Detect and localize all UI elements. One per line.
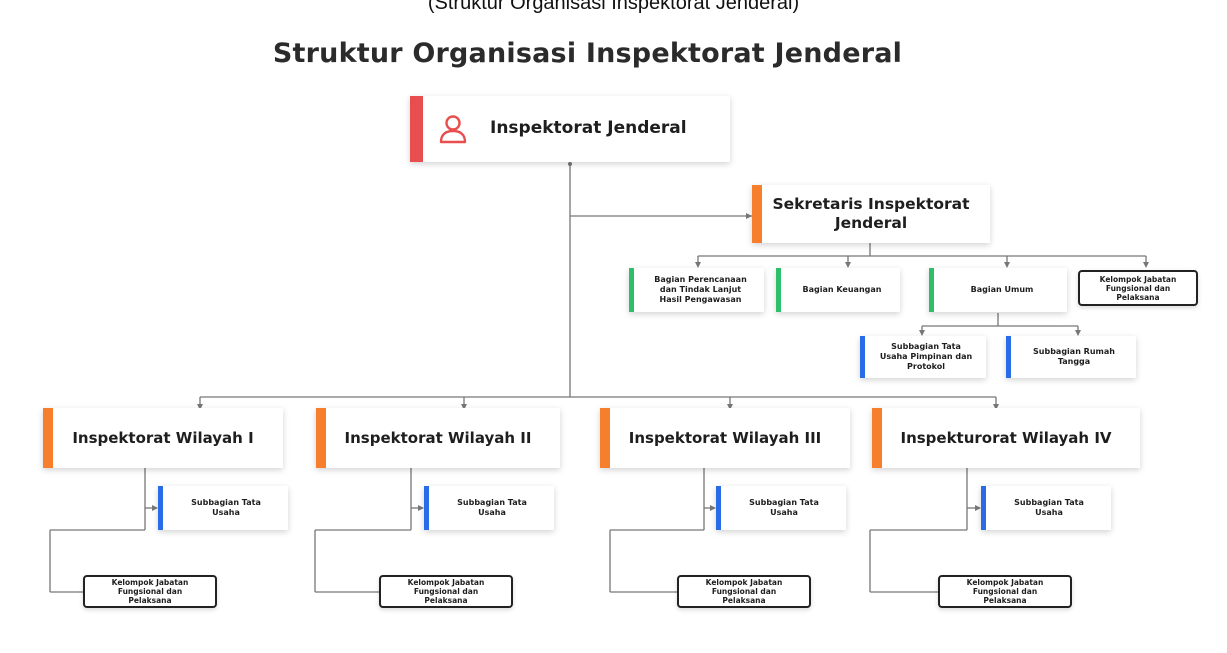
node-inspektorat-wilayah-3: Inspektorat Wilayah III [600, 408, 850, 468]
accent-bar [716, 486, 721, 530]
accent-bar [43, 408, 53, 468]
node-label: Fungsional dan [711, 587, 777, 596]
accent-bar [776, 268, 781, 312]
node-label: Subbagian Tata [1014, 498, 1084, 507]
node-label: Inspektorat Jenderal [490, 118, 687, 138]
node-label: Subbagian Tata [891, 342, 961, 351]
accent-bar [158, 486, 163, 530]
accent-bar [600, 408, 610, 468]
node-label: Kelompok Jabatan [705, 578, 783, 587]
node-inspektorat-wilayah-1: Inspektorat Wilayah I [43, 408, 283, 468]
node-label: dan Tindak Lanjut [659, 285, 742, 294]
node-kelompok-jabatan-wilayah-2: Kelompok Jabatan Fungsional dan Pelaksan… [379, 575, 513, 608]
node-label: Pelaksana [128, 596, 172, 605]
node-label: Kelompok Jabatan [111, 578, 189, 587]
node-label: Subbagian Tata [457, 498, 527, 507]
node-label: Inspekturorat Wilayah IV [900, 428, 1112, 447]
node-label: Bagian Perencanaan [654, 275, 747, 284]
accent-bar [424, 486, 429, 530]
node-subbagian-tata-usaha-wilayah-4: Subbagian Tata Usaha [981, 486, 1111, 530]
node-label: Hasil Pengawasan [659, 295, 742, 304]
node-label: Kelompok Jabatan [407, 578, 485, 587]
node-label: Inspektorat Wilayah III [628, 428, 822, 447]
node-bagian-perencanaan: Bagian Perencanaan dan Tindak Lanjut Has… [629, 268, 764, 312]
node-kelompok-jabatan-wilayah-4: Kelompok Jabatan Fungsional dan Pelaksan… [938, 575, 1072, 608]
node-label: Inspektorat Wilayah II [344, 428, 532, 447]
accent-bar [1006, 336, 1011, 378]
chart-title: Struktur Organisasi Inspektorat Jenderal [272, 38, 903, 69]
accent-bar [860, 336, 865, 378]
figure-caption: (Struktur Organisasi Inspektorat Jendera… [427, 0, 800, 14]
accent-bar [410, 96, 423, 162]
node-label: Bagian Keuangan [802, 285, 882, 294]
node-sekretaris: Sekretaris Inspektorat Jenderal [752, 185, 990, 243]
accent-bar [872, 408, 882, 468]
node-bagian-umum: Bagian Umum [929, 268, 1067, 312]
node-inspektorat-wilayah-4: Inspekturorat Wilayah IV [872, 408, 1140, 468]
accent-bar [316, 408, 326, 468]
node-kelompok-jabatan-sekretariat: Kelompok Jabatan Fungsional dan Pelaksan… [1078, 270, 1198, 306]
node-label: Kelompok Jabatan [966, 578, 1044, 587]
node-subbagian-rumah-tangga: Subbagian Rumah Tangga [1006, 336, 1136, 378]
node-subbagian-tata-usaha-wilayah-3: Subbagian Tata Usaha [716, 486, 846, 530]
node-inspektorat-jenderal: Inspektorat Jenderal [410, 96, 730, 162]
node-kelompok-jabatan-wilayah-3: Kelompok Jabatan Fungsional dan Pelaksan… [677, 575, 811, 608]
node-label: Bagian Umum [970, 285, 1034, 294]
node-label: Fungsional dan [1105, 283, 1171, 293]
accent-bar [929, 268, 934, 312]
node-label: Sekretaris Inspektorat [772, 195, 970, 213]
node-label: Jenderal [834, 214, 908, 232]
node-kelompok-jabatan-wilayah-1: Kelompok Jabatan Fungsional dan Pelaksan… [83, 575, 217, 608]
node-label: Usaha Pimpinan dan [879, 352, 973, 361]
node-label: Protokol [907, 362, 945, 371]
node-subbagian-tata-usaha-pimpinan: Subbagian Tata Usaha Pimpinan dan Protok… [860, 336, 986, 378]
node-label: Pelaksana [1116, 292, 1160, 302]
node-inspektorat-wilayah-2: Inspektorat Wilayah II [316, 408, 560, 468]
person-icon [439, 115, 467, 144]
accent-bar [981, 486, 986, 530]
node-label: Inspektorat Wilayah I [72, 428, 254, 447]
node-label: Kelompok Jabatan [1099, 274, 1177, 284]
node-label: Subbagian Tata [191, 498, 261, 507]
node-label: Fungsional dan [972, 587, 1038, 596]
node-label: Usaha [1035, 508, 1063, 517]
node-label: Pelaksana [424, 596, 468, 605]
node-subbagian-tata-usaha-wilayah-1: Subbagian Tata Usaha [158, 486, 288, 530]
node-label: Pelaksana [983, 596, 1027, 605]
node-label: Fungsional dan [413, 587, 479, 596]
node-label: Usaha [212, 508, 240, 517]
node-subbagian-tata-usaha-wilayah-2: Subbagian Tata Usaha [424, 486, 554, 530]
node-label: Tangga [1057, 357, 1091, 366]
accent-bar [752, 185, 762, 243]
node-label: Fungsional dan [117, 587, 183, 596]
node-label: Subbagian Tata [749, 498, 819, 507]
node-label: Usaha [770, 508, 798, 517]
node-label: Pelaksana [722, 596, 766, 605]
node-label: Usaha [478, 508, 506, 517]
node-bagian-keuangan: Bagian Keuangan [776, 268, 900, 312]
node-label: Subbagian Rumah [1033, 347, 1115, 356]
accent-bar [629, 268, 634, 312]
